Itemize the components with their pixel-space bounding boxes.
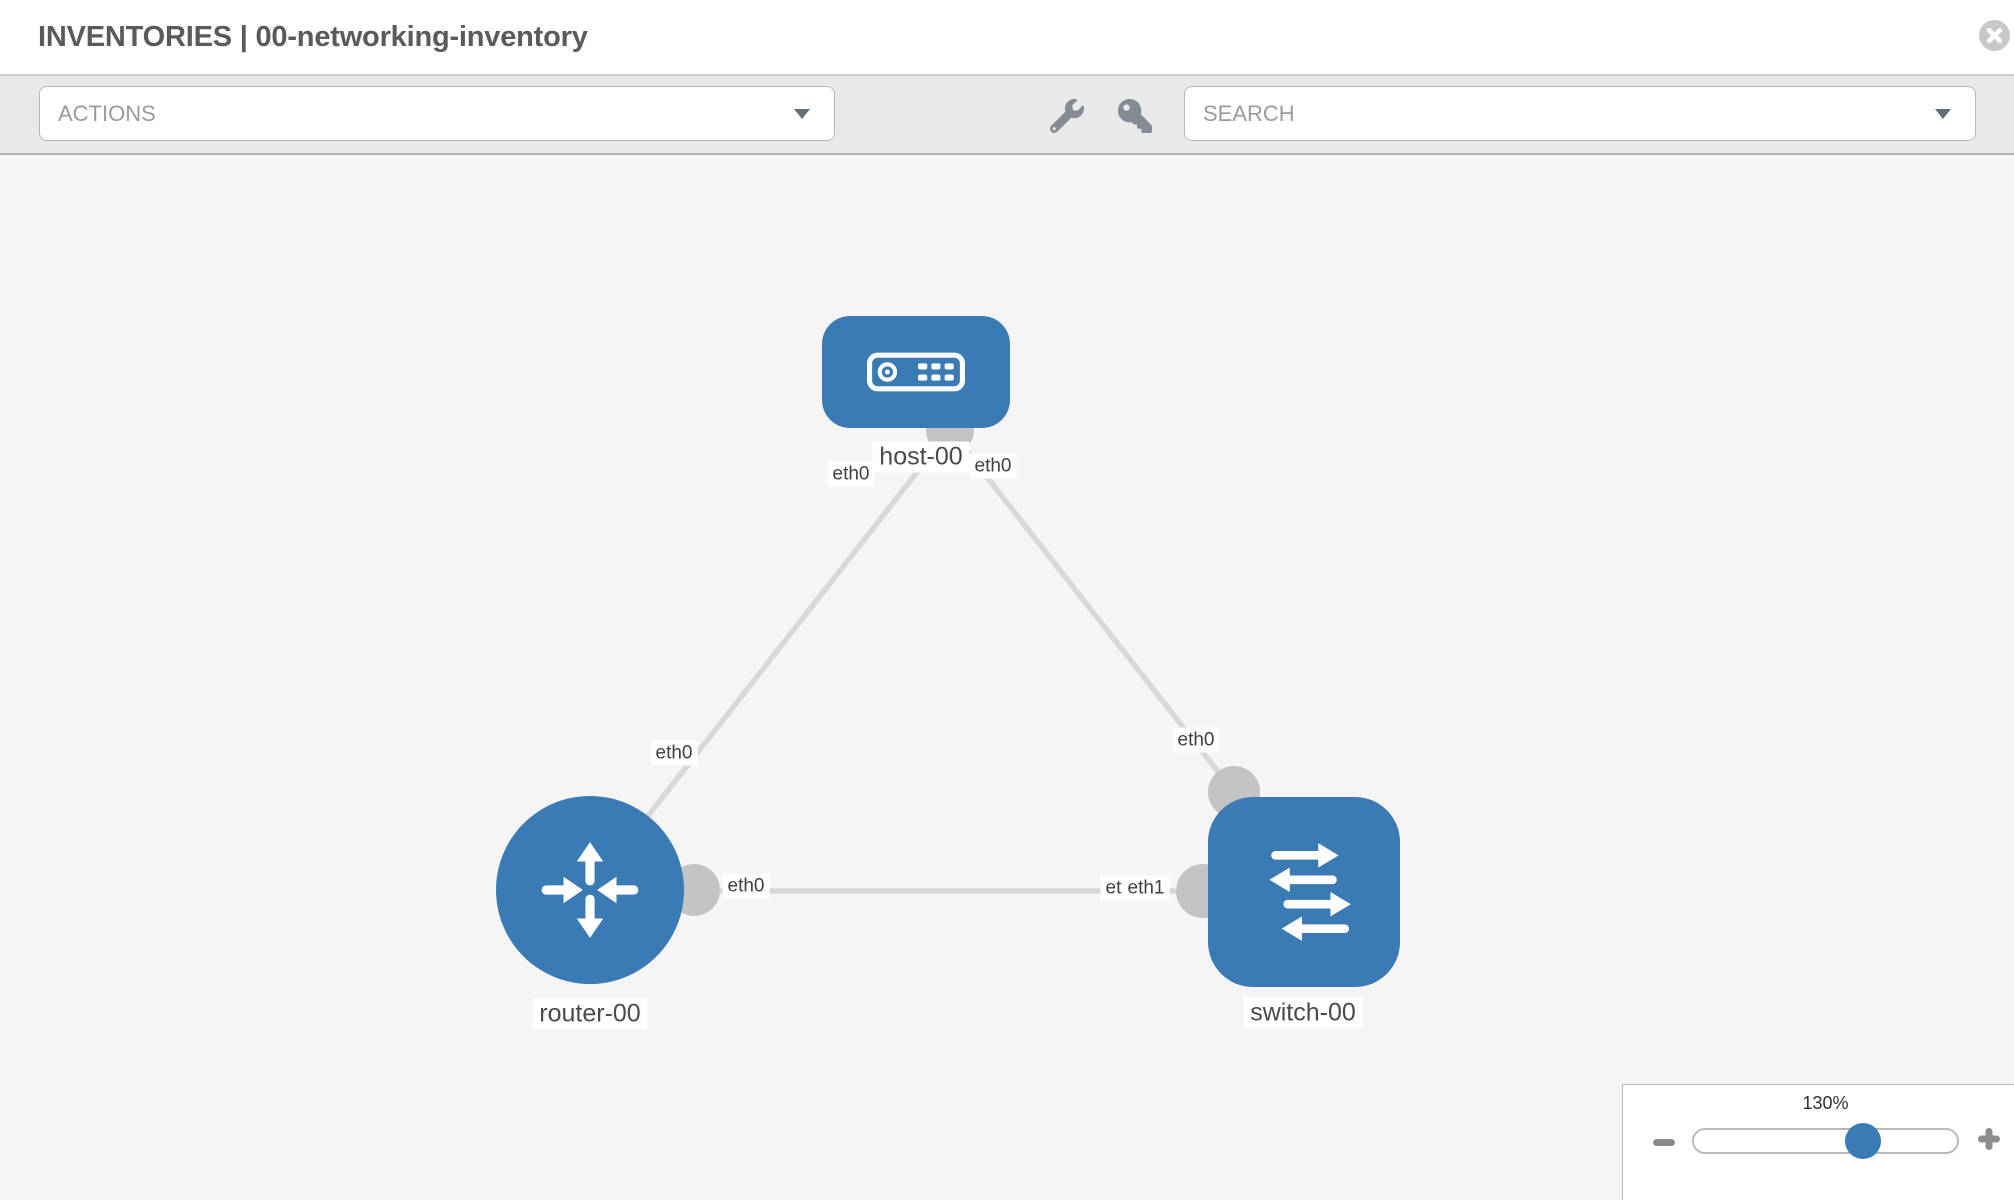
interface-label: eth0 [827, 461, 875, 487]
toolbar-icons [1050, 76, 1152, 155]
chevron-down-icon [1935, 108, 1951, 119]
topology-links-svg [587, 406, 1304, 918]
node-label-host-00: host-00 [872, 441, 970, 473]
search-dropdown-label: SEARCH [1203, 100, 1295, 126]
page-title: INVENTORIES | 00-networking-inventory [38, 20, 588, 53]
zoom-in-icon[interactable] [1974, 1124, 2004, 1154]
topology-canvas[interactable]: 130% [0, 155, 2014, 1200]
actions-dropdown-label: ACTIONS [58, 100, 156, 126]
router-icon [541, 842, 639, 938]
link-host-00__router-00[interactable] [587, 428, 953, 892]
zoom-out-icon[interactable] [1650, 1130, 1678, 1154]
toolbar: ACTIONS SEARCH [0, 76, 2014, 155]
interface-label: eth0 [1172, 727, 1220, 753]
interface-label: eth0 [650, 740, 698, 766]
key-icon[interactable] [1118, 98, 1152, 133]
node-label-switch-00: switch-00 [1243, 997, 1363, 1029]
close-button[interactable] [1979, 20, 2010, 51]
search-dropdown[interactable]: SEARCH [1184, 86, 1976, 141]
zoom-slider[interactable] [1692, 1123, 1959, 1159]
wrench-icon[interactable] [1050, 98, 1084, 133]
modal-header: INVENTORIES | 00-networking-inventory [0, 0, 2014, 76]
zoom-slider-handle[interactable] [1845, 1123, 1882, 1159]
node-switch-00[interactable] [1208, 797, 1400, 987]
interface-label: eth1 [1122, 875, 1170, 901]
node-label-router-00: router-00 [532, 998, 648, 1030]
zoom-level: 130% [1802, 1093, 1849, 1113]
node-router-00[interactable] [496, 796, 684, 984]
interface-label: eth0 [969, 453, 1017, 479]
switch-icon [1269, 843, 1351, 941]
node-host-00[interactable] [822, 316, 1010, 428]
server-icon [867, 352, 965, 392]
interface-label: eth0 [722, 873, 770, 899]
close-icon [1979, 20, 2010, 51]
chevron-down-icon [794, 108, 810, 119]
zoom-panel: 130% [1622, 1084, 2014, 1200]
actions-dropdown[interactable]: ACTIONS [39, 86, 835, 141]
